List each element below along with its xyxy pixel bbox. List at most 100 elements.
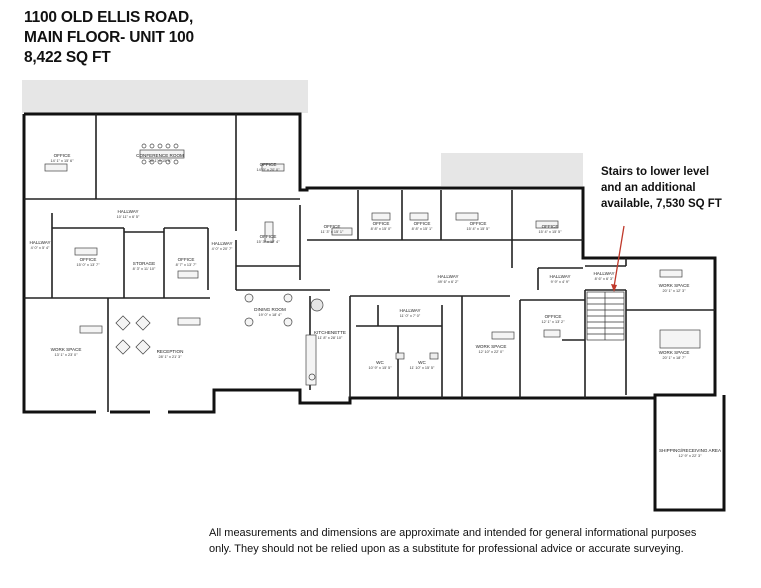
svg-text:11' 8" x 28' 10": 11' 8" x 28' 10": [318, 336, 343, 340]
svg-text:WC: WC: [376, 360, 384, 365]
svg-text:11' 0" x 7' 0": 11' 0" x 7' 0": [400, 314, 421, 318]
svg-text:20' 1" x 12' 3": 20' 1" x 12' 3": [663, 289, 687, 293]
callout-line-1: Stairs to lower level: [601, 166, 710, 178]
exterior-paving-west: [22, 80, 308, 113]
callout-line-3: available, 7,530 SQ FT: [601, 198, 722, 210]
stairs-icon: [586, 291, 625, 341]
callout-arrow: [613, 225, 625, 288]
disclaimer-line-2: only. They should not be relied upon as …: [209, 543, 684, 555]
svg-text:8' 6" x 6' 3": 8' 6" x 6' 3": [595, 277, 614, 281]
svg-text:12' 1" x 13' 2": 12' 1" x 13' 2": [542, 320, 566, 324]
svg-text:OFFICE: OFFICE: [260, 162, 277, 167]
svg-text:DINING ROOM: DINING ROOM: [254, 307, 286, 312]
svg-text:OFFICE: OFFICE: [414, 221, 431, 226]
callout-line-2: and an additional: [601, 182, 696, 194]
stairs-callout: Stairs to lower level and an additional …: [601, 164, 722, 212]
svg-text:OFFICE: OFFICE: [470, 221, 487, 226]
disclaimer: All measurements and dimensions are appr…: [209, 525, 754, 557]
svg-text:4' 0" x 5' 4": 4' 0" x 5' 4": [31, 246, 50, 250]
svg-text:15' 4" x 15' 5": 15' 4" x 15' 5": [467, 227, 491, 231]
svg-text:HALLWAY: HALLWAY: [437, 274, 458, 279]
svg-text:15' 4" x 15' 5": 15' 4" x 15' 5": [539, 230, 563, 234]
svg-text:HALLWAY: HALLWAY: [549, 274, 570, 279]
svg-text:WORK SPACE: WORK SPACE: [659, 350, 690, 355]
svg-text:13' 1" x 23' 0": 13' 1" x 23' 0": [55, 353, 79, 357]
svg-text:HALLWAY: HALLWAY: [117, 209, 138, 214]
svg-text:STORAGE: STORAGE: [133, 261, 155, 266]
svg-text:4' 0" x 20' 7": 4' 0" x 20' 7": [212, 247, 233, 251]
svg-text:11' 10" x 15' 5": 11' 10" x 15' 5": [410, 366, 435, 370]
svg-text:OFFICE: OFFICE: [373, 221, 390, 226]
svg-text:10' 11" x 6' 5": 10' 11" x 6' 5": [117, 215, 140, 219]
interior-walls: [24, 114, 715, 412]
svg-text:10' 9" x 15' 5": 10' 9" x 15' 5": [369, 366, 393, 370]
svg-text:28' 1" x 21' 3": 28' 1" x 21' 3": [159, 355, 183, 359]
svg-text:WORK SPACE: WORK SPACE: [51, 347, 82, 352]
svg-text:15' 0" x 13' 7": 15' 0" x 13' 7": [77, 263, 101, 267]
svg-text:12' 10" x 22' 0": 12' 10" x 22' 0": [478, 350, 504, 354]
svg-text:OFFICE: OFFICE: [260, 234, 277, 239]
svg-text:CONFERENCE ROOM: CONFERENCE ROOM: [136, 153, 184, 158]
exterior-paving-east: [441, 153, 583, 186]
svg-text:49' 6" x 6' 2": 49' 6" x 6' 2": [438, 280, 459, 284]
callout-arrowhead: [611, 284, 617, 292]
svg-text:8' 7" x 13' 7": 8' 7" x 13' 7": [176, 263, 197, 267]
svg-text:20' 1" x 18' 7": 20' 1" x 18' 7": [663, 356, 687, 360]
exterior-walls: [22, 112, 726, 512]
svg-text:WC: WC: [418, 360, 426, 365]
svg-text:14' 1" x 15' 6": 14' 1" x 15' 6": [51, 159, 75, 163]
svg-text:WORK SPACE: WORK SPACE: [659, 283, 690, 288]
svg-text:WORK SPACE: WORK SPACE: [476, 344, 507, 349]
svg-text:24' 1" x 15' 6": 24' 1" x 15' 6": [149, 159, 173, 163]
svg-text:OFFICE: OFFICE: [54, 153, 71, 158]
svg-text:KITCHENETTE: KITCHENETTE: [314, 330, 346, 335]
svg-text:12' 9" x 22' 3": 12' 9" x 22' 3": [679, 454, 703, 458]
svg-text:OFFICE: OFFICE: [545, 314, 562, 319]
title-line-address: 1100 OLD ELLIS ROAD,: [24, 9, 194, 26]
svg-text:9' 9" x 4' 9": 9' 9" x 4' 9": [551, 280, 570, 284]
svg-text:14' 9" x 20' 0": 14' 9" x 20' 0": [257, 168, 281, 172]
svg-text:11' 3" x 15' 1": 11' 3" x 15' 1": [321, 230, 344, 234]
svg-text:SHIPPING/RECEIVING AREA: SHIPPING/RECEIVING AREA: [659, 448, 722, 453]
svg-text:OFFICE: OFFICE: [542, 224, 559, 229]
svg-text:HALLWAY: HALLWAY: [211, 241, 232, 246]
title-line-area: 8,422 SQ FT: [24, 49, 111, 66]
svg-text:HALLWAY: HALLWAY: [29, 240, 50, 245]
svg-text:RECEPTION: RECEPTION: [157, 349, 184, 354]
title-line-unit: MAIN FLOOR- UNIT 100: [24, 29, 194, 46]
svg-text:OFFICE: OFFICE: [80, 257, 97, 262]
svg-text:8' 8" x 15' 1": 8' 8" x 15' 1": [412, 227, 433, 231]
svg-text:8' 3" x 11' 10": 8' 3" x 11' 10": [133, 267, 156, 271]
svg-text:15' 3" x 12' 4": 15' 3" x 12' 4": [257, 240, 281, 244]
